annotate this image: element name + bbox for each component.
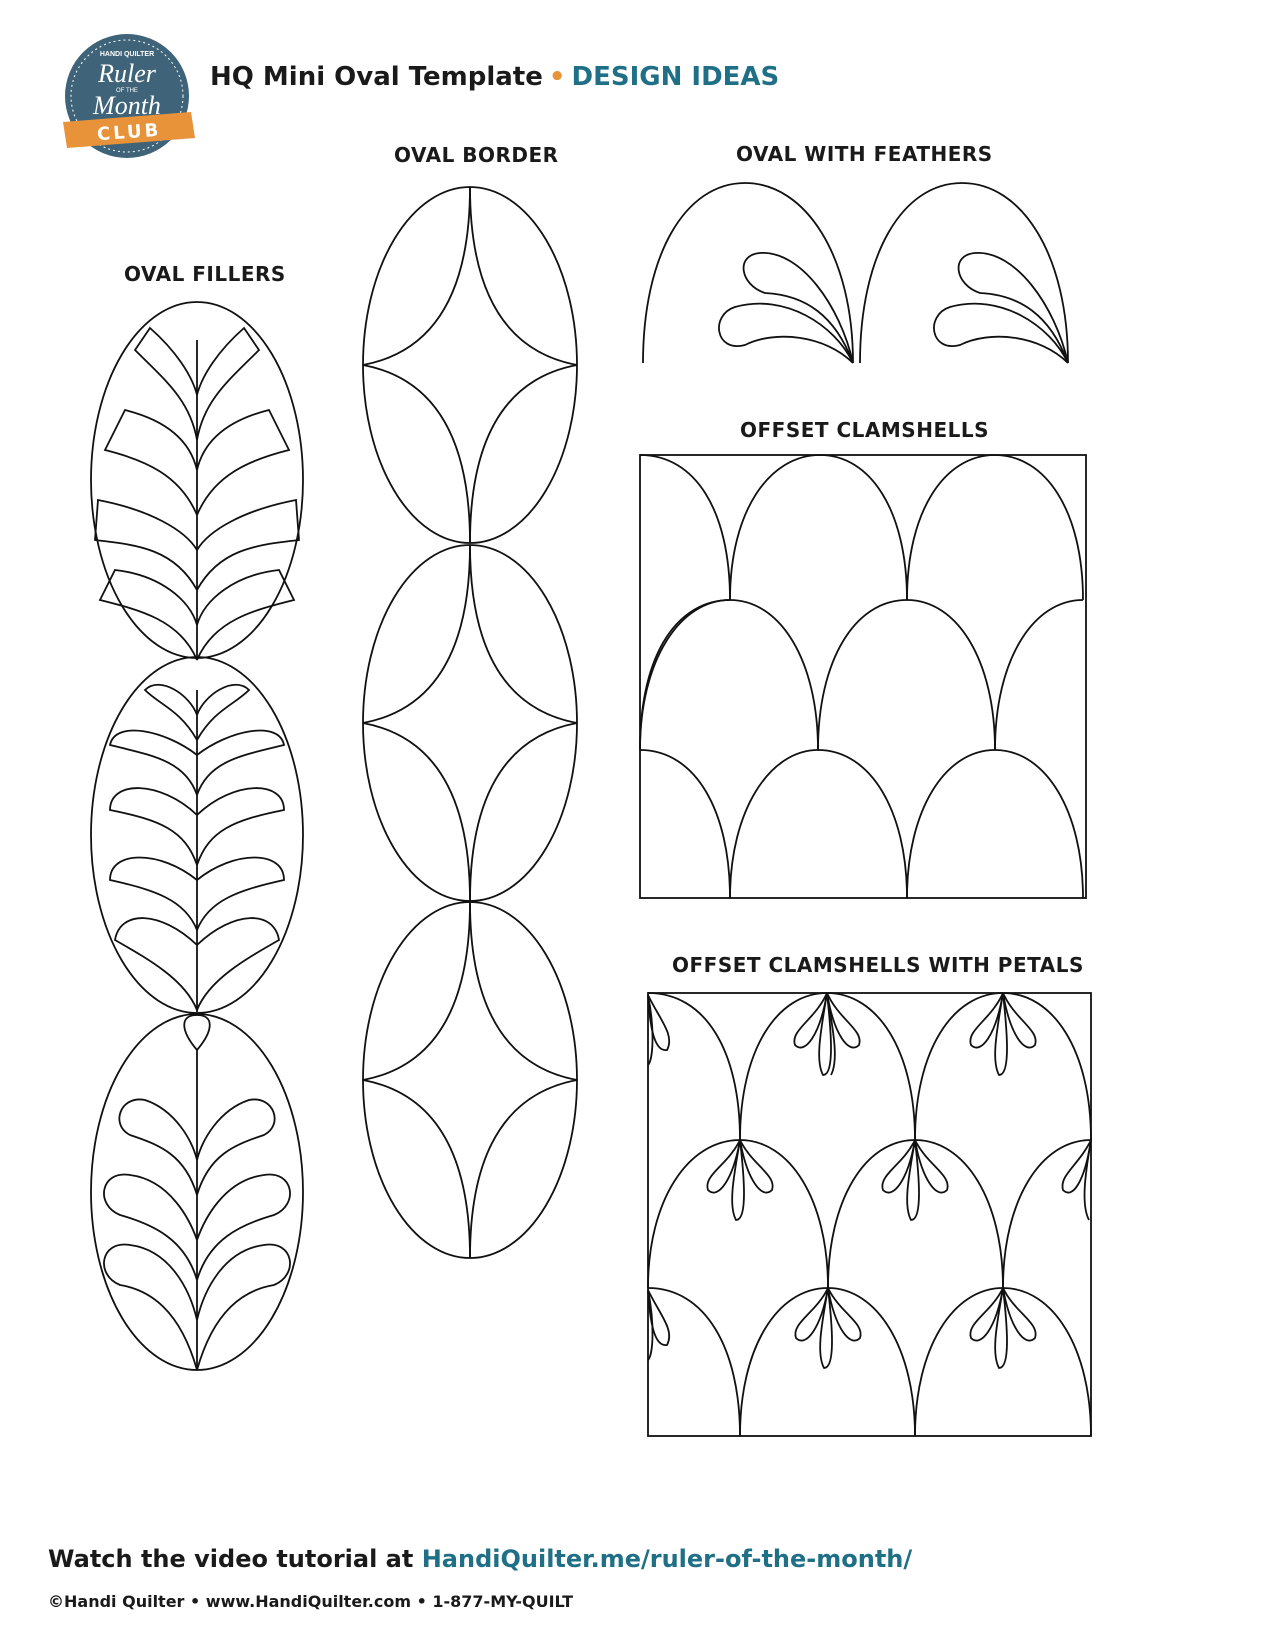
ruler-of-the-month-club-logo: HANDI QUILTER Ruler OF THE Month CLUB	[63, 34, 195, 158]
page-title: HQ Mini Oval Template•DESIGN IDEAS	[210, 62, 779, 92]
footer-prefix: Watch the video tutorial at	[48, 1545, 422, 1573]
tutorial-link[interactable]: HandiQuilter.me/ruler-of-the-month/	[421, 1545, 913, 1573]
svg-text:CLUB: CLUB	[96, 120, 162, 145]
petal-group	[793, 992, 861, 1076]
svg-text:OF THE: OF THE	[116, 88, 138, 94]
offset-clamshells-drawing	[639, 454, 1087, 899]
copyright-line: ©Handi Quilter • www.HandiQuilter.com • …	[48, 1592, 573, 1611]
svg-text:Month: Month	[92, 91, 161, 120]
offset-clamshells-petals-label: OFFSET CLAMSHELLS WITH PETALS	[672, 953, 1084, 977]
offset-clamshells-petals-drawing	[647, 992, 1092, 1437]
oval-with-feathers-drawing	[642, 182, 1069, 364]
offset-clamshells-label: OFFSET CLAMSHELLS	[740, 418, 989, 442]
oval-border-label: OVAL BORDER	[394, 143, 559, 167]
oval-with-feathers-label: OVAL WITH FEATHERS	[736, 142, 993, 166]
video-tutorial-line: Watch the video tutorial at HandiQuilter…	[48, 1545, 912, 1573]
svg-text:Ruler: Ruler	[97, 59, 157, 88]
oval-fillers-drawing	[90, 301, 304, 1371]
title-separator: •	[548, 62, 566, 92]
oval-fillers-label: OVAL FILLERS	[124, 262, 286, 286]
design-ideas-label: DESIGN IDEAS	[571, 62, 780, 92]
template-name: HQ Mini Oval Template	[210, 62, 543, 92]
oval-border-drawing	[362, 186, 578, 1259]
svg-text:HANDI QUILTER: HANDI QUILTER	[100, 51, 154, 58]
